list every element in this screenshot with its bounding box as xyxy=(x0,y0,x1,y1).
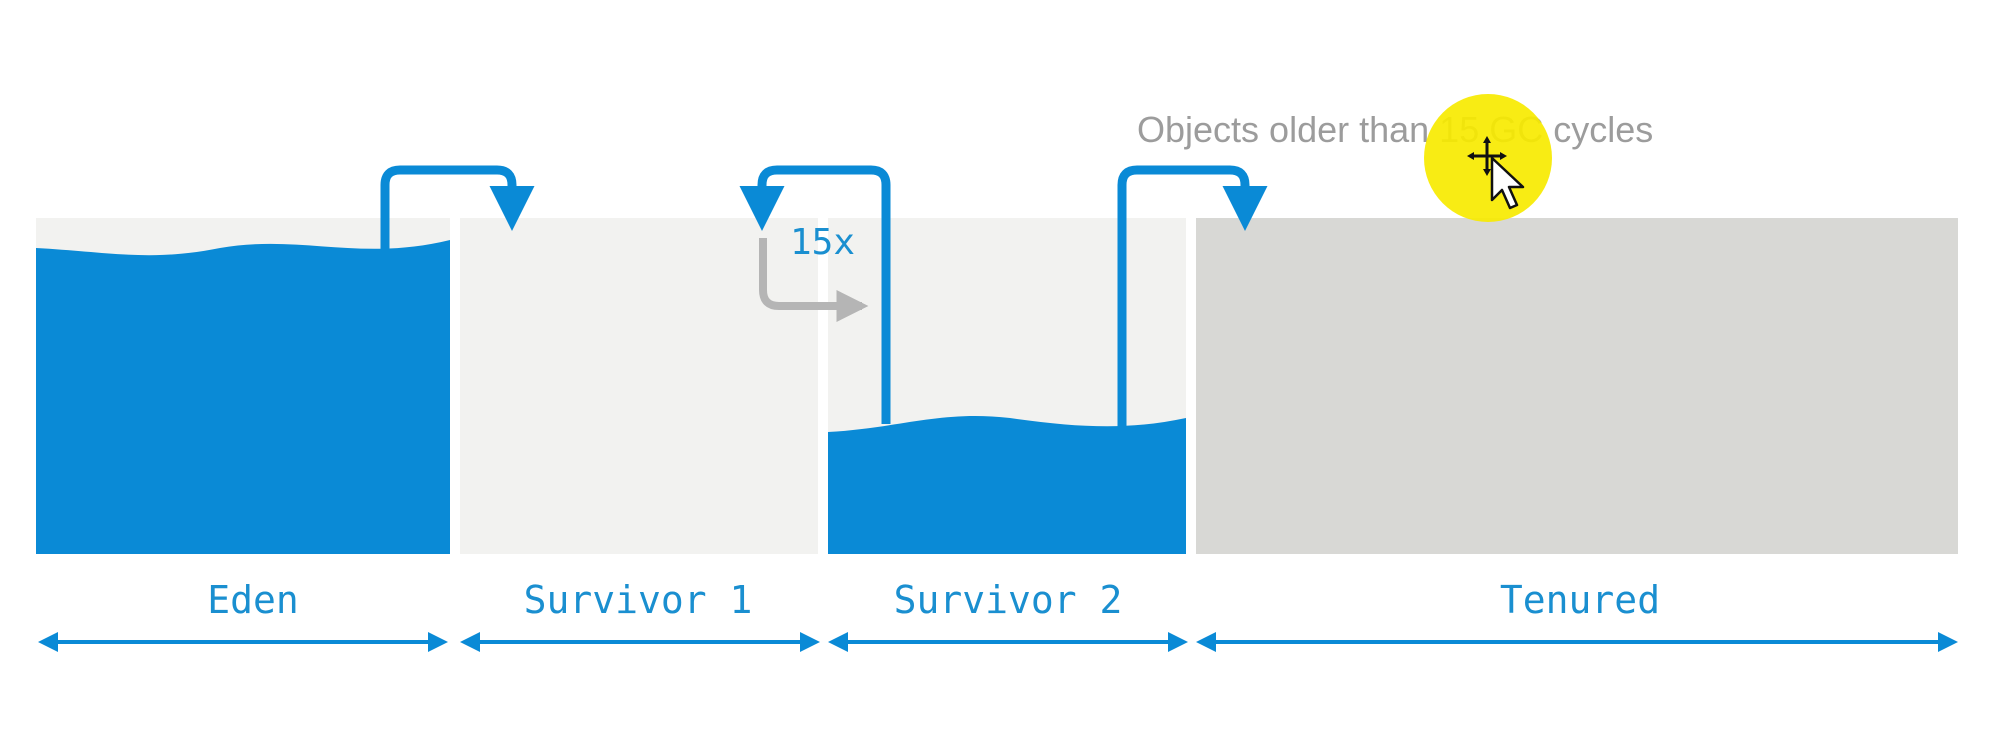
survivor-1-label: Survivor 1 xyxy=(524,578,753,622)
tenure-note-label: Objects older than 15 GC cycles xyxy=(1137,109,1653,150)
move-cursor-icon xyxy=(1467,136,1525,210)
eden-fill xyxy=(36,240,450,554)
cycle-return-arrow xyxy=(759,238,869,322)
survivor-2-to-survivor-1-arrow xyxy=(739,165,891,424)
eden-label: Eden xyxy=(207,578,299,622)
survivor-2-fill xyxy=(828,415,1186,554)
survivor-2-to-tenured-arrow xyxy=(1117,165,1268,428)
eden-to-survivor-1-arrow xyxy=(380,165,535,252)
cycle-count-label: 15x xyxy=(790,222,855,263)
survivor-2-label: Survivor 2 xyxy=(894,578,1123,622)
survivor-1-region xyxy=(460,218,818,554)
tenured-region xyxy=(1196,218,1958,554)
tenured-label: Tenured xyxy=(1500,578,1660,622)
